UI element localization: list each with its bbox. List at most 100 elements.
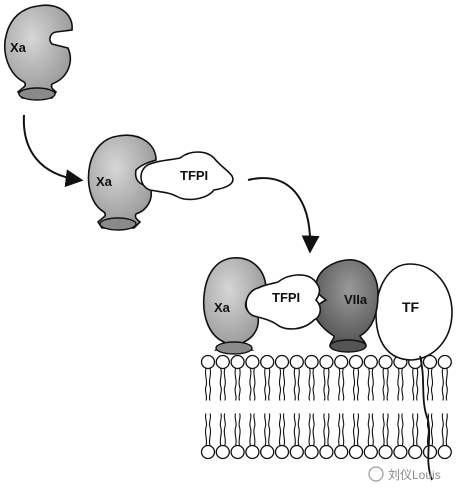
lipid-head (334, 444, 349, 460)
tf-body (375, 263, 453, 361)
lipid-head (260, 444, 275, 460)
lipid-tail (371, 368, 374, 401)
lipid-tail (264, 368, 267, 401)
lipid-head (348, 444, 364, 460)
lipid-tail (401, 368, 404, 401)
lipid-tail (223, 368, 226, 401)
xa-free-body (4, 4, 73, 99)
lipid-head (245, 354, 260, 370)
viia-label: VIIa (344, 292, 368, 307)
lipid-tail (204, 368, 208, 401)
lipid-tail (268, 368, 271, 401)
lipid-tail (282, 368, 286, 401)
wechat-icon (368, 466, 384, 482)
lipid-tail (264, 413, 267, 446)
lipid-tail (416, 413, 419, 446)
membrane-complex: Xa TFPI VIIa TF (202, 257, 453, 481)
lipid-tail (441, 413, 444, 446)
tfpi-complex-label: TFPI (180, 168, 208, 183)
lipid-tail (382, 368, 385, 401)
lipid-head (408, 444, 423, 460)
lipid-tail (323, 413, 326, 446)
lipid-tail (430, 368, 434, 401)
lipid-head (215, 354, 230, 370)
lipid-head (274, 354, 290, 370)
lipid-tail (312, 368, 315, 401)
lipid-head (289, 444, 304, 460)
tf-anchor (419, 355, 433, 481)
lipid-tail (308, 368, 311, 401)
lipid-tail (356, 368, 360, 401)
lipid-tail (204, 413, 208, 446)
lipid-head (215, 444, 230, 460)
lipid-tail (327, 413, 330, 446)
lipid-tail (282, 413, 286, 446)
lipid-tail (249, 413, 252, 446)
lipid-head (200, 444, 216, 460)
lipid-tail (253, 368, 256, 401)
lipid-head (334, 354, 349, 370)
lipid-head (260, 354, 275, 370)
lipid-head (422, 444, 438, 460)
lipid-head (319, 354, 334, 370)
lipid-tail (445, 368, 448, 401)
xa-complex-label: Xa (96, 174, 113, 189)
lipid-tail (412, 413, 415, 446)
lipid-tail (445, 413, 448, 446)
lipid-tail (312, 413, 315, 446)
lipid-tail (208, 368, 212, 401)
lipid-tail (268, 413, 271, 446)
lipid-tail (441, 368, 444, 401)
tfpi-membrane-label: TFPI (272, 290, 300, 305)
xa-complex-body (87, 134, 157, 229)
lipid-tail (308, 413, 311, 446)
lipid-tail (352, 413, 356, 446)
lipid-head (304, 444, 319, 460)
lipid-tail (327, 368, 330, 401)
lipid-tail (293, 413, 296, 446)
lipid-tail (234, 368, 237, 401)
lipid-tail (338, 368, 341, 401)
lipid-tail (219, 368, 222, 401)
phospholipid-bilayer (200, 354, 452, 460)
tfpi-membrane-body (245, 274, 322, 330)
arrow-2 (247, 177, 320, 254)
lipid-head (378, 354, 393, 370)
watermark: 刘仪Louis (368, 466, 441, 482)
lipid-tail (386, 368, 389, 401)
lipid-tail (278, 368, 282, 401)
lipid-head (363, 354, 378, 370)
lipid-tail (367, 413, 370, 446)
lipid-tail (219, 413, 222, 446)
lipid-head (363, 444, 378, 460)
lipid-tail (371, 413, 374, 446)
xa-free-protein: Xa (4, 4, 73, 101)
lipid-tail (426, 368, 430, 401)
tf-label: TF (402, 299, 420, 315)
lipid-tail (386, 413, 389, 446)
tfpi-complex-body (140, 151, 234, 201)
lipid-tail (342, 368, 345, 401)
lipid-head (378, 444, 393, 460)
lipid-head (230, 354, 245, 370)
lipid-tail (297, 413, 300, 446)
xa-free-label: Xa (10, 40, 27, 55)
lipid-head (422, 354, 438, 370)
lipid-tail (223, 413, 226, 446)
lipid-tail (297, 368, 300, 401)
lipid-head (437, 354, 452, 370)
lipid-head (230, 444, 245, 460)
lipid-tail (367, 368, 370, 401)
lipid-tail (401, 413, 404, 446)
lipid-tail (430, 413, 434, 446)
lipid-head (319, 444, 334, 460)
lipid-head (348, 354, 364, 370)
lipid-head (274, 444, 290, 460)
lipid-tail (253, 413, 256, 446)
lipid-tail (293, 368, 296, 401)
lipid-tail (208, 413, 212, 446)
lipid-head (289, 354, 304, 370)
watermark-text: 刘仪Louis (388, 468, 441, 482)
lipid-tail (238, 413, 241, 446)
